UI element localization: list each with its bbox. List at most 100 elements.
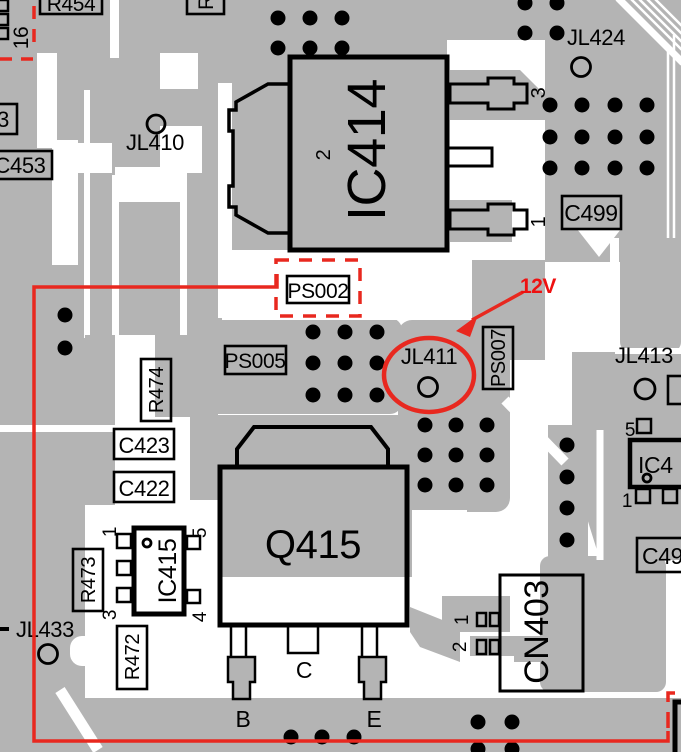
pad-dot	[302, 40, 318, 56]
pad-dot-grids	[57, 0, 655, 752]
ic4-pin5-text: 5	[625, 420, 635, 441]
pad-dot	[639, 160, 655, 176]
pad-dot	[479, 417, 495, 433]
testpoint-jl433-text: JL433	[16, 617, 74, 642]
ic414-pin2-text: 2	[313, 149, 335, 160]
testpoint-jl424: JL424	[567, 25, 626, 78]
label-ps005: PS005	[223, 344, 288, 376]
component-ic415-text: IC415	[154, 539, 182, 604]
label-3-partial-text: 3	[0, 107, 9, 132]
partial-component-box	[672, 699, 681, 752]
pad-dot	[607, 160, 623, 176]
pad-dot	[369, 387, 385, 403]
annotation-arrow-line	[471, 290, 524, 322]
pad-dot	[334, 10, 350, 26]
component-ic414-text: IC414	[337, 79, 397, 221]
ic414-pin1-pad	[448, 202, 529, 237]
ic414-pin-mid-pad	[446, 146, 494, 168]
label-pin16: 16	[10, 27, 33, 50]
pad-dot	[448, 447, 464, 463]
testpoint-jl411: JL411	[401, 344, 458, 398]
q415-pin-c-pad	[286, 623, 320, 655]
pad-dot	[417, 417, 433, 433]
testpoint-jl424-text: JL424	[567, 25, 625, 50]
component-cn403: CN403 1 2	[450, 573, 585, 693]
pad-dot	[542, 160, 558, 176]
red-annotations: 12V	[0, 6, 681, 743]
ic414-heatsink-tab	[227, 82, 292, 235]
pad-dot	[559, 500, 575, 516]
component-ic415: IC415 1 5 3 4	[100, 525, 211, 622]
pad-dot	[559, 532, 575, 548]
label-r474: R474	[139, 357, 173, 423]
testpoint-jl413: JL413	[615, 343, 681, 406]
ic4-pin1-text: 1	[622, 491, 632, 512]
cn403-pin1-text: 1	[452, 615, 473, 625]
q415-pin-b-text: B	[236, 706, 251, 732]
q415-pin-c-text: C	[296, 657, 312, 683]
pad-dot	[337, 324, 353, 340]
pad-dot	[549, 25, 565, 41]
pad-dot	[607, 97, 623, 113]
label-ps002-text: PS002	[287, 280, 348, 303]
component-cn403-text: CN403	[518, 580, 556, 684]
component-ic4-partial: 5 IC4 1	[622, 417, 681, 512]
pad-dot	[542, 97, 558, 113]
pad-dot	[517, 25, 533, 41]
pad-dot	[542, 129, 558, 145]
pad-dot	[57, 340, 73, 356]
pad-dot	[607, 129, 623, 145]
pad-dot	[302, 10, 318, 26]
pad-dot	[470, 714, 486, 730]
label-c49-partial: C49	[635, 536, 681, 574]
ic415-pin4-text: 4	[190, 611, 211, 622]
label-r472-text: R472	[122, 634, 144, 680]
label-c499: C499	[560, 194, 623, 231]
label-r454: R454	[38, 0, 104, 16]
net-12v-label: 12V	[520, 275, 556, 298]
pad-dot	[639, 129, 655, 145]
pad-dot	[417, 447, 433, 463]
testpoint-jl411-text: JL411	[401, 344, 457, 369]
ic414-pin3-pad	[448, 76, 529, 111]
pad-dot	[369, 324, 385, 340]
label-c453-text: C453	[0, 153, 46, 178]
pad-dot	[305, 324, 321, 340]
pad-dot	[448, 417, 464, 433]
label-r473-text: R473	[78, 557, 100, 603]
ic415-pin3-text: 3	[100, 610, 121, 620]
pad-dot	[270, 10, 286, 26]
pad-dot	[479, 477, 495, 493]
pad-dot	[57, 307, 73, 323]
testpoint-jl413-text: JL413	[615, 343, 673, 368]
pad-dot	[574, 97, 590, 113]
pad-dot	[517, 0, 533, 11]
label-ps007-text: PS007	[488, 329, 510, 387]
label-r474-text: R474	[146, 367, 168, 413]
annotation-arrow-head	[456, 315, 478, 337]
pad-dot	[470, 741, 486, 752]
copper-islands	[85, 70, 575, 662]
ic415-pin5-text: 5	[190, 528, 211, 538]
pad-dot	[504, 741, 520, 752]
cn403-pin2-text: 2	[450, 642, 471, 652]
pad-dot	[337, 387, 353, 403]
pad-dot	[369, 355, 385, 371]
pad-dot	[334, 40, 350, 56]
pad-dot	[559, 469, 575, 485]
label-c49-text: C49	[642, 543, 681, 569]
q415-pin-e-text: E	[367, 706, 382, 732]
pad-dot	[270, 40, 286, 56]
component-q415-text: Q415	[265, 523, 361, 567]
label-r-partial-text: R	[195, 0, 218, 10]
pad-dot	[504, 714, 520, 730]
ic414-pin1-text: 1	[528, 216, 550, 227]
pad-dot	[305, 387, 321, 403]
pad-dot	[417, 477, 433, 493]
pad-dot	[448, 477, 464, 493]
label-c422: C422	[112, 470, 176, 504]
label-c423: C423	[112, 427, 176, 461]
ic414-pin3-text: 3	[528, 87, 550, 98]
